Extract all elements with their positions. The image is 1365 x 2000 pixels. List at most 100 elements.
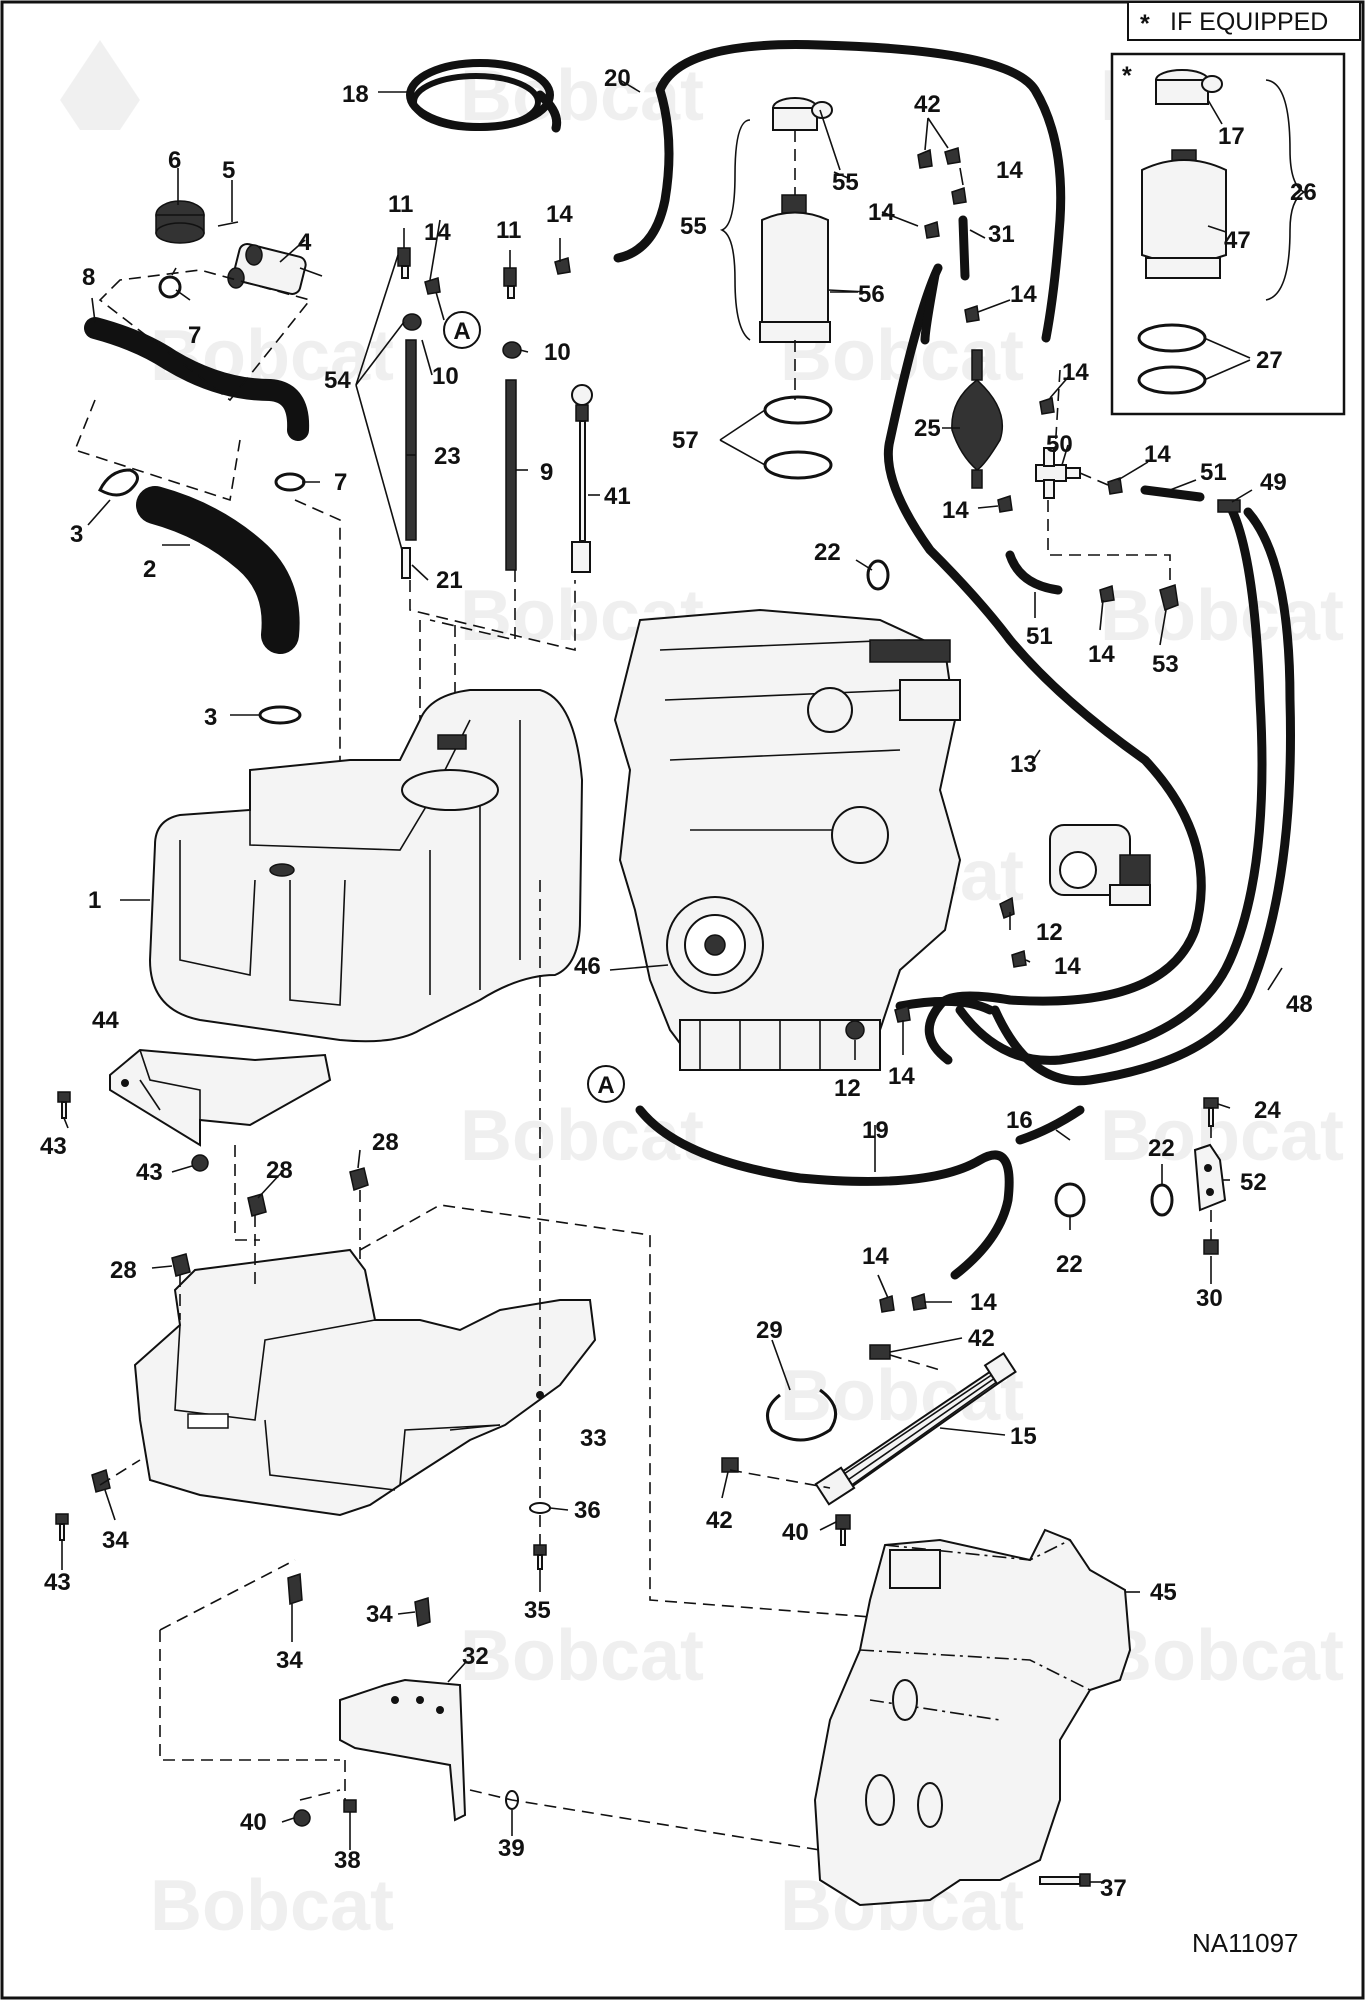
label-34: 34 — [366, 1601, 393, 1628]
engine-46 — [613, 608, 962, 1071]
bolt-40-bracket — [293, 1809, 311, 1827]
label-42: 42 — [968, 1325, 995, 1352]
label-57: 57 — [672, 427, 699, 454]
label-43: 43 — [136, 1159, 163, 1186]
label-29: 29 — [756, 1317, 783, 1344]
label-19: 19 — [862, 1117, 889, 1144]
fuel-cap-6 — [155, 200, 205, 244]
hose-engine-return — [895, 996, 995, 1015]
grommet-10-right — [502, 341, 522, 359]
if-equipped-legend: * IF EQUIPPED — [1127, 1, 1361, 41]
label-14: 14 — [1088, 641, 1115, 668]
label-6: 6 — [168, 147, 181, 174]
svg-text:A: A — [597, 1072, 614, 1099]
primer-bulb-25 — [951, 349, 1004, 489]
label-12: 12 — [1036, 919, 1063, 946]
clip-14-a — [951, 187, 967, 205]
fitting-42-cooler-bottom — [721, 1457, 739, 1473]
label-35: 35 — [524, 1597, 551, 1624]
label-14: 14 — [888, 1063, 915, 1090]
label-55: 55 — [680, 213, 707, 240]
label-53: 53 — [1152, 651, 1179, 678]
bolt-43-bottom — [55, 1513, 69, 1541]
callout-labels: 1 2 3 3 4 5 6 7 7 8 9 10 10 11 11 12 12 … — [40, 65, 1317, 1902]
watermark-text: Bobcat — [460, 1616, 704, 1696]
label-5: 5 — [222, 157, 235, 184]
hose-20 — [613, 40, 1066, 343]
label-33: 33 — [580, 1425, 607, 1452]
label-41: 41 — [604, 483, 631, 510]
clip-14-g — [1099, 585, 1115, 603]
filter-element-56 — [759, 194, 831, 343]
label-14: 14 — [1144, 441, 1171, 468]
bolt-40-cooler — [835, 1514, 851, 1546]
tank-fittings: A — [397, 247, 593, 750]
label-20: 20 — [604, 65, 631, 92]
tee-fitting-50 — [1035, 447, 1081, 499]
label-10: 10 — [432, 363, 459, 390]
filler-assembly — [73, 200, 341, 850]
label-28: 28 — [110, 1257, 137, 1284]
label-14: 14 — [942, 497, 969, 524]
clip-34-bracket — [414, 1597, 431, 1628]
label-37: 37 — [1100, 1875, 1127, 1902]
skid-plate-33 — [133, 1248, 597, 1517]
label-45: 45 — [1150, 1579, 1177, 1606]
bolt-37 — [1039, 1873, 1091, 1887]
bracket-52 — [1193, 1143, 1227, 1212]
hose-coil-18 — [406, 59, 562, 133]
clamp-3-upper — [98, 468, 139, 497]
hose-48 — [955, 505, 1267, 1065]
label-34: 34 — [276, 1647, 303, 1674]
fitting-49 — [1217, 499, 1241, 513]
heat-shield-44 — [109, 1048, 332, 1147]
label-1: 1 — [88, 887, 101, 914]
hose-31 — [958, 215, 970, 281]
grommet-10-left — [402, 313, 422, 331]
clip-34-mid — [287, 1572, 303, 1606]
label-27: 27 — [1256, 347, 1283, 374]
label-14: 14 — [970, 1289, 997, 1316]
label-51: 51 — [1200, 459, 1227, 486]
label-13: 13 — [1010, 751, 1037, 778]
clip-14-cooler-b — [911, 1293, 927, 1311]
label-44: 44 — [92, 1007, 119, 1034]
label-42: 42 — [914, 91, 941, 118]
label-47: 47 — [1224, 227, 1251, 254]
label-38: 38 — [334, 1847, 361, 1874]
fitting-11-right — [503, 267, 517, 299]
label-15: 15 — [1010, 1423, 1037, 1450]
label-46: 46 — [574, 953, 601, 980]
label-43: 43 — [40, 1133, 67, 1160]
hose-48b — [990, 507, 1295, 1086]
clip-14-d — [1039, 397, 1055, 415]
legend-star: * — [1140, 10, 1150, 38]
label-12: 12 — [834, 1075, 861, 1102]
clamp-3-lower — [258, 705, 302, 725]
legend-text: IF EQUIPPED — [1170, 8, 1328, 36]
fitting-11-left — [397, 247, 411, 279]
fuel-cooler-15 — [814, 1352, 1017, 1506]
tube-21 — [401, 547, 411, 579]
label-14: 14 — [1010, 281, 1037, 308]
hose-51-upper — [1140, 485, 1205, 502]
label-25: 25 — [914, 415, 941, 442]
bolt-43-top — [57, 1091, 71, 1119]
label-28: 28 — [372, 1129, 399, 1156]
watermark-text: Bobcat — [150, 1866, 394, 1946]
clip-14-pump — [1011, 950, 1027, 968]
label-9: 9 — [540, 459, 553, 486]
label-26: 26 — [1290, 179, 1317, 206]
clamp-29 — [766, 1388, 838, 1442]
hose-19 — [635, 1105, 1014, 1280]
label-51: 51 — [1026, 623, 1053, 650]
label-22: 22 — [814, 539, 841, 566]
clamp-22-top — [866, 559, 890, 591]
label-56: 56 — [858, 281, 885, 308]
label-22: 22 — [1056, 1251, 1083, 1278]
label-8: 8 — [82, 264, 95, 291]
screw-5 — [217, 221, 239, 227]
label-18: 18 — [342, 81, 369, 108]
